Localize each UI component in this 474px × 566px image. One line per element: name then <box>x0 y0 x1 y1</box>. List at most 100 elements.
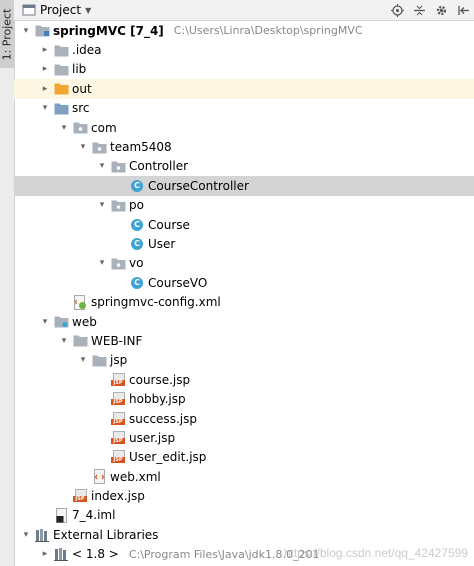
chevron-down-icon[interactable]: ▾ <box>80 142 86 153</box>
project-view-title[interactable]: Project <box>40 3 82 17</box>
tree-node-springmvc-7-4[interactable]: ▾springMVC [7_4]C:\Users\Linra\Desktop\s… <box>14 21 474 40</box>
tree-node-label: course.jsp <box>129 372 191 387</box>
tree-node-label: web.xml <box>110 469 161 484</box>
tree-indent <box>115 218 127 232</box>
tree-node-label: lib <box>72 62 87 77</box>
tree-node-web[interactable]: ▾ web <box>14 312 474 331</box>
tree-node-web-inf[interactable]: ▾ WEB-INF <box>14 331 474 350</box>
tree-node-7-4-iml[interactable]: 7_4.iml <box>14 506 474 525</box>
tree-indent <box>96 412 108 426</box>
chevron-down-icon[interactable]: ▾ <box>99 161 105 172</box>
tree-node-team5408[interactable]: ▾team5408 <box>14 137 474 156</box>
watermark: https://blog.csdn.net/qq_42427599 <box>283 546 468 560</box>
tree-node-label: CourseVO <box>148 275 208 290</box>
collapse-all-icon[interactable] <box>408 1 430 19</box>
tool-window-strip: 1: Project <box>0 0 15 566</box>
tree-node-external-libraries[interactable]: ▾ External Libraries <box>14 525 474 544</box>
jsp-icon: JSP <box>110 391 126 407</box>
class-icon: C <box>129 217 145 233</box>
chevron-down-icon[interactable]: ▾ <box>61 335 67 346</box>
tree-node-label: WEB-INF <box>91 333 143 348</box>
tree-node-controller[interactable]: ▾ Controller <box>14 157 474 176</box>
chevron-down-icon[interactable]: ▾ <box>61 122 67 133</box>
chevron-down-icon[interactable]: ▾ <box>80 355 86 366</box>
tree-node-lib[interactable]: ▸ lib <box>14 60 474 79</box>
folder-web-icon <box>53 314 69 330</box>
tree-node-idea[interactable]: ▸ .idea <box>14 40 474 59</box>
tree-indent <box>58 295 70 309</box>
tree-node-label: .idea <box>72 43 102 58</box>
class-icon: C <box>129 275 145 291</box>
project-view-icon <box>22 3 36 17</box>
tree-node-out[interactable]: ▸out <box>14 79 474 99</box>
tree-node-web-xml[interactable]: web.xml <box>14 467 474 486</box>
chevron-down-icon[interactable]: ▾ <box>99 258 105 269</box>
chevron-down-icon[interactable]: ▾ <box>42 316 48 327</box>
tree-node-com[interactable]: ▾com <box>14 118 474 137</box>
tree-indent <box>39 508 51 522</box>
chevron-down-icon[interactable]: ▾ <box>99 200 105 211</box>
tree-indent <box>96 392 108 406</box>
package-icon <box>110 197 126 213</box>
tree-node-1-8[interactable]: ▸< 1.8 >C:\Program Files\Java\jdk1.8.0_2… <box>14 545 474 564</box>
chevron-down-icon[interactable]: ▾ <box>23 529 29 540</box>
view-dropdown-chevron-icon[interactable]: ▼ <box>85 5 92 15</box>
jsp-icon: JSP <box>110 449 126 465</box>
tree-node-vo[interactable]: ▾vo <box>14 254 474 273</box>
tree-node-springmvc-config-xml[interactable]: springmvc-config.xml <box>14 292 474 311</box>
tree-node-label: Controller <box>129 159 189 174</box>
xml-spring-icon <box>72 294 88 310</box>
chevron-right-icon[interactable]: ▸ <box>42 45 48 56</box>
tree-node-label: User <box>148 236 176 251</box>
tree-node-label: success.jsp <box>129 411 197 426</box>
tree-node-po[interactable]: ▾ po <box>14 196 474 215</box>
folder-icon <box>53 61 69 77</box>
jsp-icon: JSP <box>72 488 88 504</box>
libraries-icon <box>34 527 50 543</box>
iml-icon <box>53 507 69 523</box>
project-tool-tab[interactable]: 1: Project <box>0 0 14 68</box>
tree-node-label: user.jsp <box>129 430 176 445</box>
jsp-icon: JSP <box>110 372 126 388</box>
tree-indent <box>96 431 108 445</box>
tree-node-label: src <box>72 101 90 116</box>
module-folder-icon <box>34 23 50 39</box>
chevron-right-icon[interactable]: ▸ <box>42 549 48 560</box>
folder-icon <box>91 352 107 368</box>
locate-target-icon[interactable] <box>386 1 408 19</box>
chevron-down-icon[interactable]: ▾ <box>42 103 48 114</box>
jsp-icon: JSP <box>110 430 126 446</box>
tree-node-jsp[interactable]: ▾ jsp <box>14 351 474 370</box>
tree-node-label: jsp <box>110 353 128 368</box>
tree-node-path: C:\Users\Linra\Desktop\springMVC <box>173 24 363 38</box>
jdk-icon <box>53 546 69 562</box>
tree-node-label: po <box>129 198 144 213</box>
jsp-icon: JSP <box>110 411 126 427</box>
tree-node-label: Course <box>148 217 190 232</box>
tree-node-label: 7_4.iml <box>72 508 116 523</box>
folder-icon <box>72 333 88 349</box>
tree-indent <box>115 237 127 251</box>
hide-panel-icon[interactable] <box>452 1 474 19</box>
chevron-right-icon[interactable]: ▸ <box>42 83 48 94</box>
chevron-down-icon[interactable]: ▾ <box>23 25 29 36</box>
tree-node-label: index.jsp <box>91 489 145 504</box>
settings-gear-icon[interactable] <box>430 1 452 19</box>
tree-node-label: < 1.8 > <box>72 547 119 562</box>
tree-node-label: web <box>72 314 97 329</box>
tree-indent <box>96 450 108 464</box>
chevron-right-icon[interactable]: ▸ <box>42 64 48 75</box>
tree-node-src[interactable]: ▾ src <box>14 99 474 118</box>
tree-node-label: External Libraries <box>53 527 159 542</box>
tree-node-label: CourseController <box>148 178 249 193</box>
